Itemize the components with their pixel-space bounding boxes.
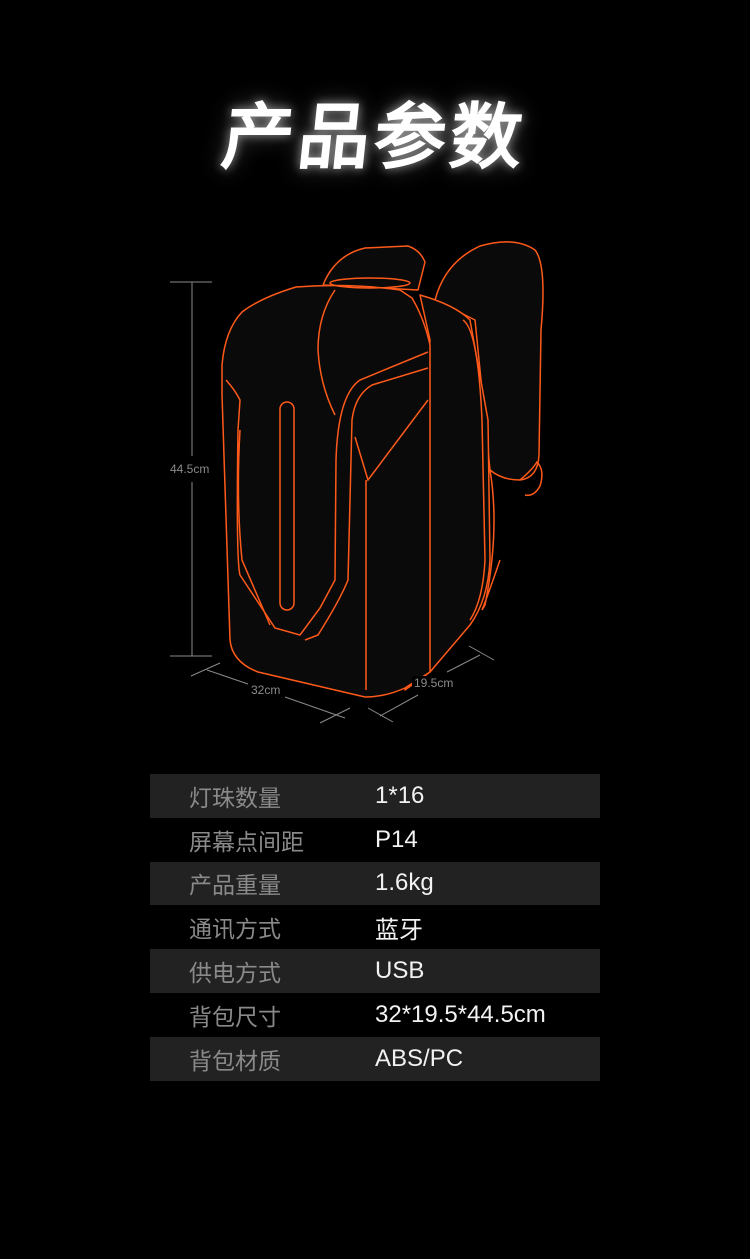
dimension-lines <box>170 281 495 724</box>
spec-value: 1.6kg <box>375 869 434 897</box>
table-row: 通讯方式 蓝牙 <box>150 905 600 950</box>
table-row: 灯珠数量 1*16 <box>150 774 600 818</box>
height-label: 44.5cm <box>168 462 212 476</box>
spec-table: 灯珠数量 1*16 屏幕点间距 P14 产品重量 1.6kg 通讯方式 蓝牙 供电方式 U… <box>150 774 600 1081</box>
table-row: 背包尺寸 32*19.5*44.5cm <box>150 992 600 1037</box>
spec-value: ABS/PC <box>375 1044 464 1072</box>
spec-value: 1*16 <box>375 781 425 809</box>
light-strip-slot <box>279 401 295 611</box>
spec-label: 背包材质 <box>189 1048 281 1075</box>
spec-label: 屏幕点间距 <box>189 829 304 856</box>
panel-details <box>225 277 543 690</box>
spec-value: P14 <box>375 825 418 853</box>
spec-label: 产品重量 <box>189 873 281 900</box>
shoulder-strap <box>434 241 544 481</box>
front-panel <box>221 284 431 698</box>
spec-label: 供电方式 <box>189 961 281 988</box>
table-row: 屏幕点间距 P14 <box>150 817 600 862</box>
depth-label: 19.5cm <box>412 676 456 690</box>
width-label: 32cm <box>249 683 283 697</box>
table-row: 供电方式 USB <box>150 949 600 993</box>
table-row: 背包材质 ABS/PC <box>150 1036 600 1081</box>
top-handle <box>329 277 411 289</box>
table-row: 产品重量 1.6kg <box>150 861 600 906</box>
spec-label: 通讯方式 <box>189 917 281 944</box>
spec-value: 32*19.5*44.5cm <box>375 1000 546 1028</box>
spec-value: USB <box>375 957 425 985</box>
spec-label: 灯珠数量 <box>189 785 281 812</box>
spec-value: 蓝牙 <box>375 916 423 944</box>
spec-label: 背包尺寸 <box>189 1004 281 1031</box>
